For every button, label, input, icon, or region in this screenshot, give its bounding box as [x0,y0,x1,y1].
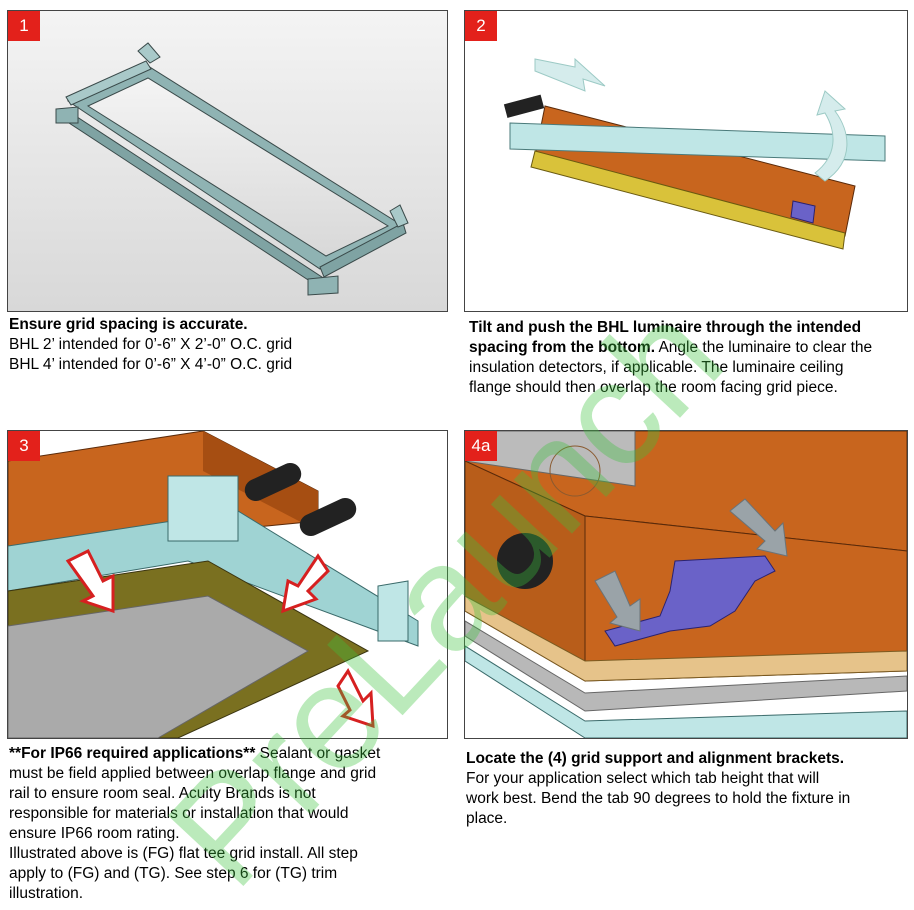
step-3-badge: 3 [8,431,40,461]
step-1-caption: Ensure grid spacing is accurate. BHL 2’ … [9,315,292,375]
step-3-caption-text: illustration. [9,885,84,902]
step-4a-caption: Locate the (4) grid support and alignmen… [466,749,850,829]
step-2-caption: Tilt and push the BHL luminaire through … [469,318,872,398]
step-3-caption-text: apply to (FG) and (TG). See step 6 for (… [9,865,338,882]
step-1-caption-line: BHL 2’ intended for 0’-6” X 2’-0” O.C. g… [9,336,293,353]
step-2-panel: 2 [464,10,908,312]
step-2-caption-bold: spacing from the bottom. [469,339,655,356]
ip66-seal-illustration [8,431,447,738]
step-3-caption: **For IP66 required applications** Seala… [9,744,380,904]
step-3-caption-bold: **For IP66 required applications** [9,745,256,762]
tilt-luminaire-illustration [465,11,907,311]
step-3-panel: 3 [7,430,448,739]
step-4a-caption-text: work best. Bend the tab 90 degrees to ho… [466,790,851,807]
step-3-caption-text: responsible for materials or installatio… [9,805,349,822]
step-3-caption-text: rail to ensure room seal. Acuity Brands … [9,785,316,802]
step-4a-panel: 4a [464,430,908,739]
step-1-caption-bold: Ensure grid spacing is accurate. [9,316,248,333]
step-3-caption-text: ensure IP66 room rating. [9,825,180,842]
step-4a-badge: 4a [465,431,497,461]
grid-frame-illustration [8,11,447,311]
step-2-caption-text: flange should then overlap the room faci… [469,379,838,396]
step-2-badge: 2 [465,11,497,41]
step-2-caption-text: Angle the luminaire to clear the [655,339,873,356]
step-3-caption-text: Sealant or gasket [255,745,381,762]
step-4a-caption-bold: Locate the (4) grid support and alignmen… [466,750,845,767]
step-1-caption-line: BHL 4’ intended for 0’-6” X 4’-0” O.C. g… [9,356,293,373]
step-3-caption-text: must be field applied between overlap fl… [9,765,377,782]
step-2-caption-bold: Tilt and push the BHL luminaire through … [469,319,862,336]
step-4a-caption-text: For your application select which tab he… [466,770,820,787]
step-2-caption-text: insulation detectors, if applicable. The… [469,359,844,376]
step-3-caption-text: Illustrated above is (FG) flat tee grid … [9,845,358,862]
step-1-panel: 1 [7,10,448,312]
bracket-illustration [465,431,907,738]
step-1-badge: 1 [8,11,40,41]
step-4a-caption-text: place. [466,810,508,827]
